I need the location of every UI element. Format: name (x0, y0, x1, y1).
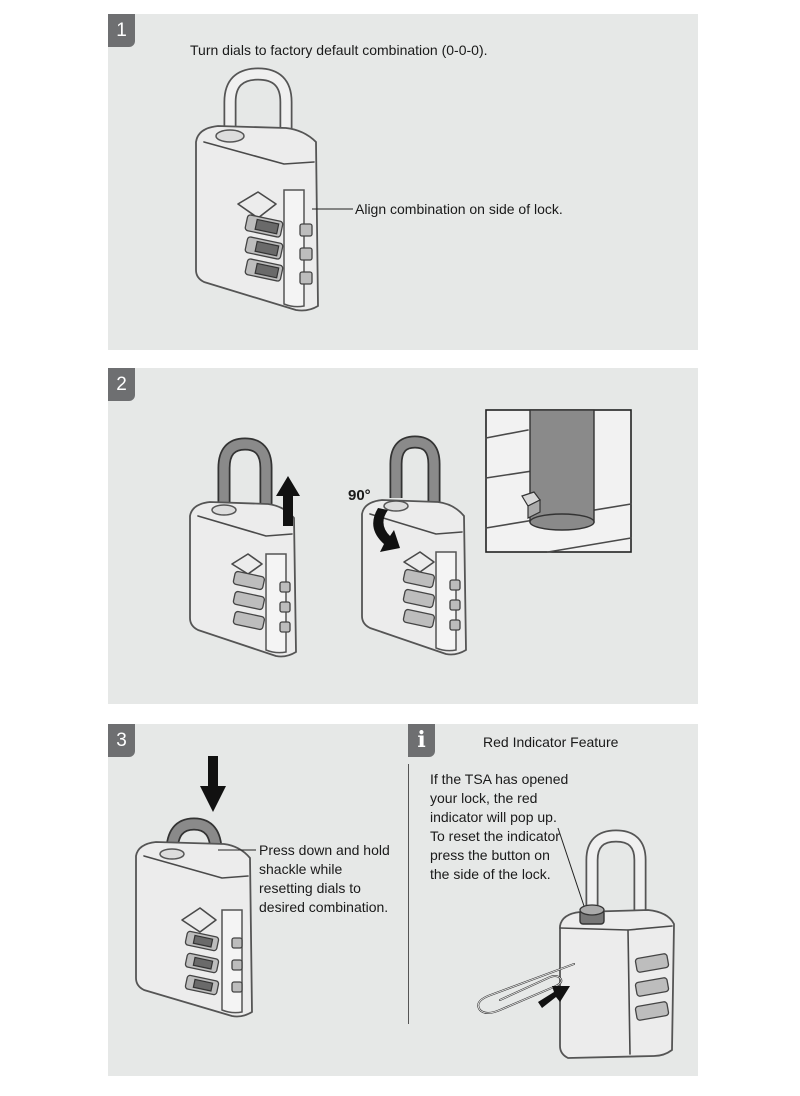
step-2-panel: 2 90° (108, 368, 698, 704)
rotation-label: 90° (348, 487, 371, 504)
step-1-instruction: Turn dials to factory default combinatio… (190, 42, 488, 58)
step-3-instruction-line-3: resetting dials to (259, 880, 361, 896)
step-3-panel: 3 Press down and hold shackle while rese… (108, 724, 698, 1076)
info-text-line-1: If the TSA has opened (430, 771, 569, 787)
shackle-detail-inset (485, 409, 632, 553)
info-text-line-2: your lock, the red (430, 790, 538, 806)
step-3-instruction-line-4: desired combination. (259, 899, 389, 915)
step-3-illustrations (135, 756, 675, 1059)
padlock-tsa-indicator-illustration (477, 827, 675, 1059)
padlock-lift-illustration (189, 437, 300, 658)
push-arrow-icon (538, 986, 570, 1008)
info-text-line-6: the side of the lock. (430, 866, 551, 882)
info-title: Red Indicator Feature (483, 734, 619, 750)
info-text-line-5: press the button on (430, 847, 550, 863)
step-3-number: 3 (108, 724, 135, 757)
padlock-rotate-illustration (361, 435, 467, 656)
step-1-panel: 1 Turn dials to factory default combinat… (108, 14, 698, 350)
down-arrow-icon (200, 756, 226, 812)
info-icon: i (408, 724, 435, 757)
step-3-instruction-line-2: shackle while (259, 861, 343, 877)
info-text-line-3: indicator will pop up. (430, 809, 557, 825)
padlock-press-down-illustration (135, 756, 256, 1018)
up-arrow-icon (276, 476, 300, 526)
panel-divider (408, 764, 409, 1024)
step-1-number: 1 (108, 14, 135, 47)
shackle-lift-and-rotate-illustration (189, 409, 632, 658)
step-3-instruction-line-1: Press down and hold (259, 842, 390, 858)
info-text-line-4: To reset the indicator (430, 828, 560, 844)
rotate-arrow-icon (373, 508, 400, 552)
step-1-callout: Align combination on side of lock. (355, 201, 563, 217)
padlock-factory-default-illustration (195, 67, 353, 312)
step-2-number: 2 (108, 368, 135, 401)
